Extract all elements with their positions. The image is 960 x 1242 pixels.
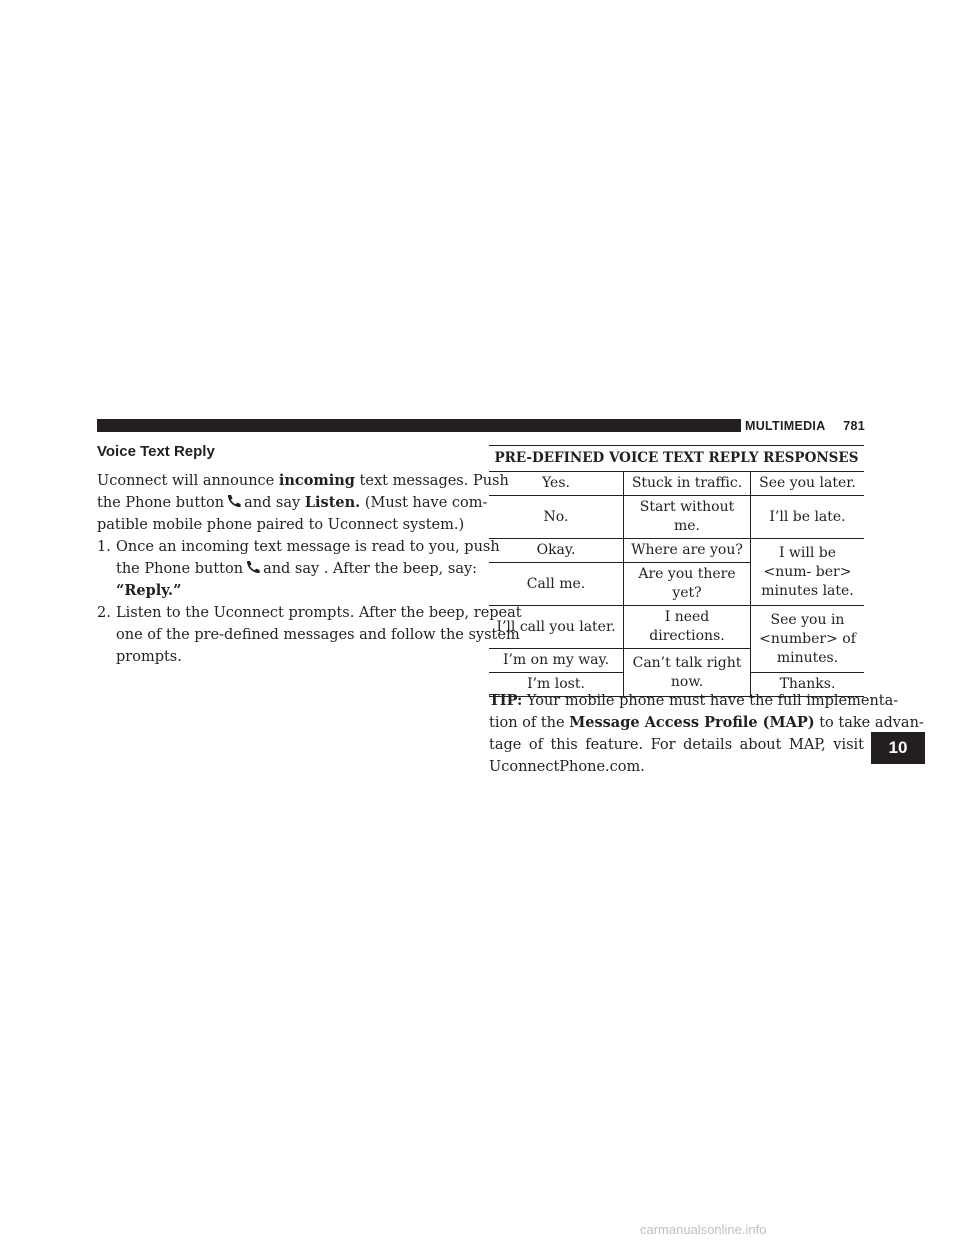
watermark: carmanualsonline.info (640, 1222, 767, 1237)
page-number: 781 (843, 419, 865, 433)
table-row: No. Start without me. I’ll be late. (489, 495, 864, 539)
table-cell: See you in <number> of minutes. (750, 605, 864, 673)
table-cell: Start without me. (623, 495, 751, 539)
table-cell: Can’t talk right now. (623, 648, 751, 697)
step-number: 1. (97, 539, 111, 555)
table-cell: I need directions. (623, 605, 751, 649)
section-title: Voice Text Reply (97, 443, 215, 460)
table-row: Okay. Where are you? I will be <num- ber… (489, 538, 864, 606)
table-cell: Call me. (489, 562, 624, 606)
table-cell: No. (489, 495, 624, 539)
step-2: 2. Listen to the Uconnect prompts. After… (97, 602, 522, 668)
table-cell: Thanks. (750, 672, 864, 697)
table-cell: I will be <num- ber> minutes late. (750, 538, 864, 606)
table-cell: I’ll be late. (750, 495, 864, 539)
running-header: MULTIMEDIA 781 (745, 418, 865, 434)
header-section: MULTIMEDIA (745, 419, 826, 433)
header-rule (97, 419, 741, 432)
table-header-row: PRE-DEFINED VOICE TEXT REPLY RESPONSES (489, 445, 864, 472)
table-row: Call me. Are you there yet? (489, 562, 864, 606)
table-cell: I’m on my way. (489, 648, 624, 673)
table-row: I’m lost. Thanks. (489, 672, 864, 697)
table-cell: Stuck in traffic. (623, 471, 751, 496)
tip-label: TIP: (489, 692, 523, 709)
table-cell: Yes. (489, 471, 624, 496)
intro-paragraph: Uconnect will announce incoming text mes… (97, 472, 509, 533)
table-cell: Where are you? (623, 538, 751, 563)
phone-icon (228, 495, 241, 508)
table-row: Yes. Stuck in traffic. See you later. (489, 471, 864, 496)
table-row: I’ll call you later. I need directions. … (489, 605, 864, 673)
table-cell: See you later. (750, 471, 864, 496)
table-cell: I’ll call you later. (489, 605, 624, 649)
table-row: I’m on my way. Can’t talk right now. (489, 648, 864, 697)
phone-icon (247, 561, 260, 574)
table-cell: I’m lost. (489, 672, 624, 697)
table-cell: Are you there yet? (623, 562, 751, 606)
uconnect-link: UconnectPhone.com. (489, 759, 645, 775)
step-1: 1. Once an incoming text message is read… (97, 536, 500, 602)
table-title: PRE-DEFINED VOICE TEXT REPLY RESPONSES (489, 445, 864, 472)
step-number: 2. (97, 605, 111, 621)
chapter-tab: 10 (871, 732, 925, 764)
tip-paragraph: TIP: Your mobile phone must have the ful… (489, 690, 924, 778)
voice-reply-table: PRE-DEFINED VOICE TEXT REPLY RESPONSES Y… (489, 445, 864, 697)
table-cell: Okay. (489, 538, 624, 563)
